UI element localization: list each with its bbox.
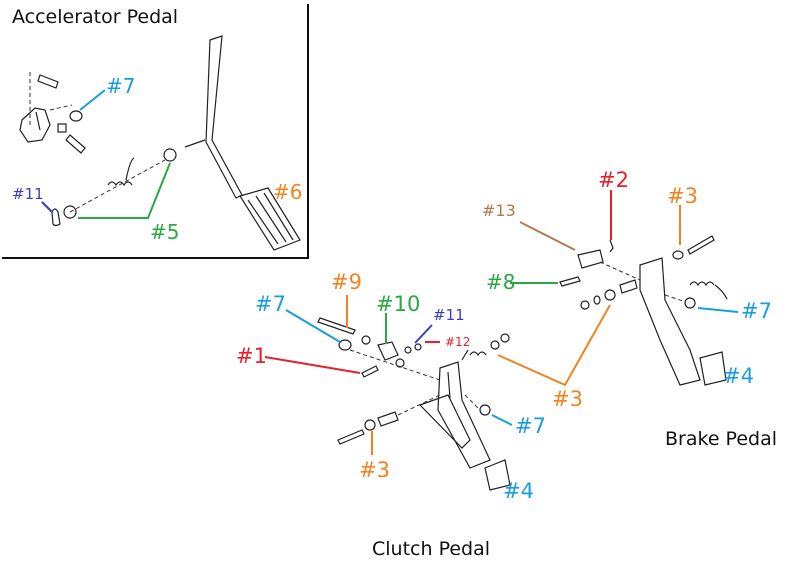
label-clutch-7b: #7 [515,414,546,438]
label-clutch-7: #7 [255,292,286,316]
label-brake-13: #13 [482,201,516,220]
label-clutch-12: #12 [445,335,471,349]
pushrod [317,317,356,335]
accelerator-pedal-arm [205,35,243,199]
accelerator-pedal-title: Accelerator Pedal [12,6,179,28]
spring [461,349,487,361]
spring [107,157,135,187]
bolt [687,235,715,255]
label-clutch-4: #4 [503,479,534,503]
label-brake-2: #2 [598,168,629,192]
label-clutch-11: #11 [433,306,465,324]
brake-parts [559,235,728,386]
bolt [337,429,365,445]
brake-pedal-arm [639,257,701,386]
bracket [19,107,51,143]
label-brake-8: #8 [486,270,516,294]
brake-pedal-title: Brake Pedal [665,428,777,450]
label-acc-11: #11 [12,185,44,203]
accelerator-parts [19,35,301,251]
clutch-pad [484,459,511,491]
clutch-pedal-lever [418,394,471,449]
clip [609,239,614,253]
spring [689,281,728,300]
bushing [377,411,399,427]
label-brake-7: #7 [741,299,772,323]
label-clutch-10: #10 [376,292,421,316]
bolt [361,365,379,378]
clevis [577,249,604,269]
accelerator-inset-border [2,4,309,259]
label-clutch-1: #1 [236,344,267,368]
bushing [619,279,638,294]
label-clutch-9: #9 [331,270,362,294]
clutch-pedal-title: Clutch Pedal [372,538,491,560]
bolt [37,74,59,89]
clevis [377,341,399,361]
bolt [65,134,86,154]
pin [559,276,581,287]
label-shared-3: #3 [552,387,583,411]
label-clutch-3: #3 [359,458,390,482]
label-brake-3: #3 [667,184,698,208]
label-acc-5: #5 [150,220,180,244]
leader-lines [41,89,739,455]
accelerator-pedal-pad [239,187,301,251]
clip [51,208,61,227]
bushing [163,148,177,162]
clutch-pedal-arm [437,361,491,469]
brake-pad [699,351,727,386]
clutch-parts [317,317,511,491]
label-acc-7: #7 [106,74,136,98]
bushing [63,205,77,219]
nut [57,123,67,133]
stop-bumper [69,110,83,122]
label-brake-4: #4 [723,364,754,388]
label-acc-6: #6 [273,180,303,204]
